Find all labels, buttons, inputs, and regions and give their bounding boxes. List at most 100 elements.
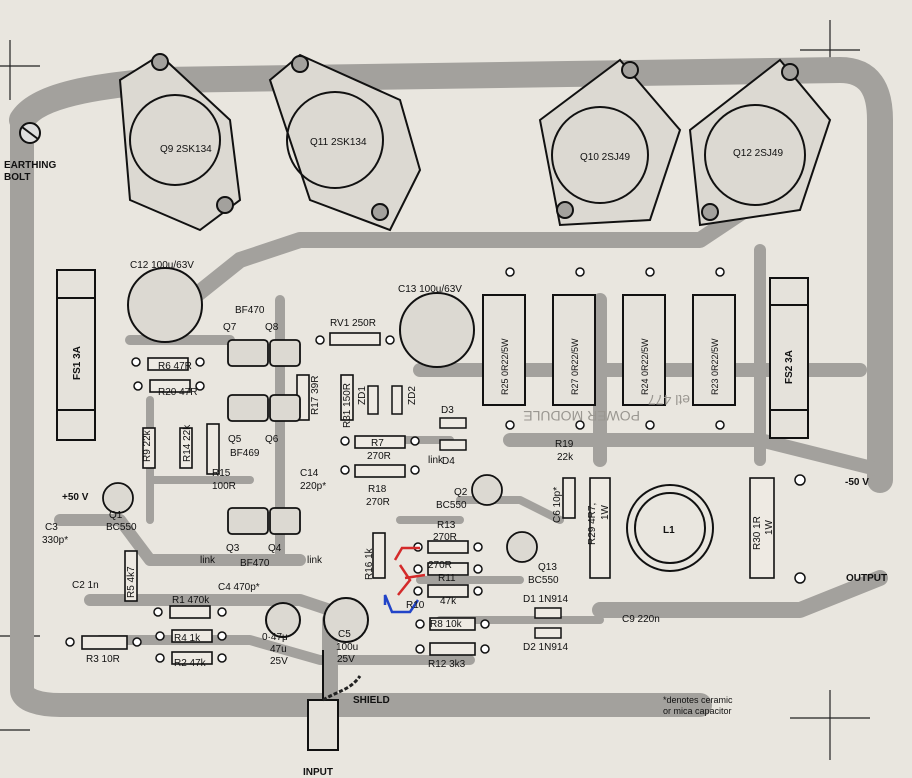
- label-d2: D2 1N914: [523, 642, 568, 653]
- label-input: INPUT: [303, 767, 333, 778]
- label-r25: R25 0R22/5W: [500, 338, 510, 395]
- label-c6: C6 10p*: [552, 487, 563, 523]
- label-c3: C3: [45, 522, 58, 533]
- label-q3: Q3: [226, 543, 240, 554]
- label-r19-val: 22k: [557, 452, 574, 463]
- label-q10: Q10 2SJ49: [580, 152, 630, 163]
- label-c13: C13 100u/63V: [398, 284, 462, 295]
- label-r6: R6 47R: [158, 361, 192, 372]
- label-c9: C9 220n: [622, 614, 660, 625]
- label-r5: R5 4k7: [126, 566, 137, 598]
- label-fs2: FS2 3A: [784, 350, 795, 384]
- label-link-1: link: [200, 555, 216, 566]
- label-rv1: RV1 250R: [330, 318, 376, 329]
- label-q5: Q5: [228, 434, 242, 445]
- label-r29-w: 1W: [600, 504, 611, 520]
- label-q13: Q13: [538, 562, 557, 573]
- emitter-resistors: [482, 294, 736, 406]
- label-minus-50v: -50 V: [845, 477, 869, 488]
- label-r7-val: 270R: [367, 451, 391, 462]
- label-r4: R4 1k: [174, 633, 201, 644]
- label-r13-val: 270R: [433, 532, 457, 543]
- earthing-label: EARTHING: [4, 160, 56, 171]
- label-r23: R23 0R22/5W: [710, 338, 720, 395]
- label-output: OUTPUT: [846, 573, 887, 584]
- label-r16: R16 1k: [364, 547, 375, 580]
- label-r17: R17 39R: [310, 376, 321, 415]
- small-resistors: [81, 332, 775, 665]
- label-q1-type: BC550: [106, 522, 137, 533]
- label-r18: R18: [368, 484, 387, 495]
- label-r19: R19: [555, 439, 574, 450]
- label-c5-v: 25V: [337, 654, 355, 665]
- label-q4: Q4: [268, 543, 282, 554]
- note-line-2: or mica capacitor: [663, 706, 732, 716]
- label-r11-val: 270R: [428, 560, 452, 571]
- label-c4: C4 470p*: [218, 582, 260, 593]
- label-bf470-top: BF470: [235, 305, 265, 316]
- label-r13: R13: [437, 520, 456, 531]
- label-c14: C14: [300, 468, 319, 479]
- fuse-holders: [56, 269, 809, 441]
- label-c3-val: 330p*: [42, 535, 68, 546]
- pads: [65, 267, 806, 663]
- label-q11: Q11 2SK134: [310, 137, 367, 148]
- label-c5-val: 100u: [336, 642, 358, 653]
- label-r31: R31 150R: [342, 383, 353, 428]
- note-line-1: *denotes ceramic: [663, 695, 733, 705]
- label-link-3: link: [428, 455, 444, 466]
- label-r24: R24 0R22/5W: [640, 338, 650, 395]
- label-zd1: ZD1: [357, 386, 368, 405]
- label-r15-val: 100R: [212, 481, 236, 492]
- label-r29: R29 4R7,: [587, 503, 598, 545]
- hand-drawn-annotations: [383, 546, 426, 614]
- label-r18-val: 270R: [366, 497, 390, 508]
- label-r7: R7: [371, 438, 384, 449]
- label-q2: Q2: [454, 487, 468, 498]
- label-r30: R30 1R: [752, 516, 763, 550]
- label-r9: R9 22k: [142, 429, 153, 462]
- label-q9: Q9 2SK134: [160, 144, 212, 155]
- label-c-047: 0·47μ: [262, 632, 288, 643]
- label-shield: SHIELD: [353, 695, 390, 706]
- label-link-2: link: [307, 555, 323, 566]
- label-r15: R15: [212, 468, 231, 479]
- power-transistors: [118, 53, 832, 232]
- label-c-047-val: 47u: [270, 644, 287, 655]
- ghost-text-etl: etl 477: [648, 392, 690, 408]
- label-plus-50v: +50 V: [62, 492, 89, 503]
- label-fs1: FS1 3A: [72, 346, 83, 380]
- label-r12: R12 3k3: [428, 659, 466, 670]
- label-c-047-v: 25V: [270, 656, 288, 667]
- label-r30-w: 1W: [764, 519, 775, 535]
- label-r27: R27 0R22/5W: [570, 338, 580, 395]
- label-l1: L1: [663, 525, 675, 536]
- input-cable: [307, 650, 362, 751]
- diodes: [367, 385, 562, 639]
- label-r11: R11: [438, 573, 456, 584]
- earthing-bolt: [19, 122, 41, 144]
- label-d3: D3: [441, 405, 454, 416]
- ghost-text-module: POWER MODULE: [523, 408, 640, 424]
- label-d1: D1 1N914: [523, 594, 568, 605]
- label-c12: C12 100u/63V: [130, 260, 194, 271]
- label-r1: R1 470k: [172, 595, 210, 606]
- label-q1: Q1: [109, 510, 123, 521]
- label-q2-type: BC550: [436, 500, 467, 511]
- label-c14-val: 220p*: [300, 481, 326, 492]
- label-c5: C5: [338, 629, 351, 640]
- label-q12: Q12 2SJ49: [733, 148, 783, 159]
- label-zd2: ZD2: [407, 386, 418, 405]
- label-d4: D4: [442, 456, 455, 467]
- bolt-label: BOLT: [4, 172, 30, 183]
- label-r10: R10: [406, 600, 425, 611]
- label-c2: C2 1n: [72, 580, 99, 591]
- label-q8: Q8: [265, 322, 279, 333]
- label-q7: Q7: [223, 322, 237, 333]
- label-r14: R14 22k: [182, 424, 193, 462]
- electrolytic-caps: [127, 267, 714, 643]
- label-r2: R2 47k: [174, 658, 207, 669]
- label-r8: R8 10k: [430, 619, 463, 630]
